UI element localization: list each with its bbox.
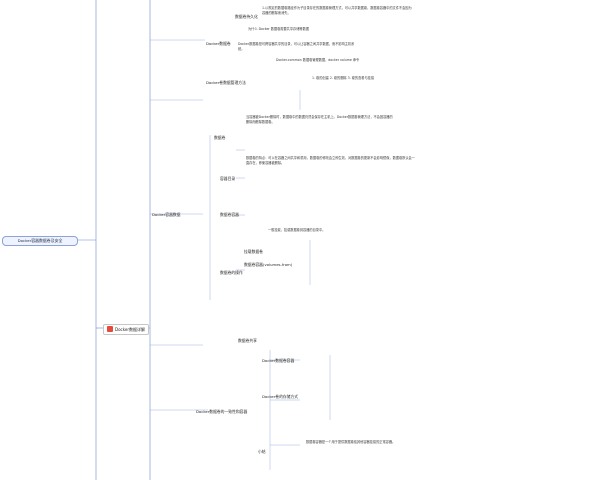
note-6: 当容器被Docker删除时，数据卷中的数据仍然会保存在主机上。Docker数据卷… <box>246 115 393 124</box>
note-9: 数据卷容器是一个用于提供数据卷给其他容器挂载的正常容器。 <box>306 440 396 444</box>
sub-label-2: 容器目录 <box>220 176 236 181</box>
branch-label-top-b: Docker数据卷的一致性和容器 <box>196 409 248 414</box>
note-2: 为什么 Docker 数据卷需要共享存储等数据 <box>248 27 309 31</box>
connector-secondary-trunk <box>147 0 151 329</box>
xmind-icon <box>107 326 113 332</box>
sub-label-8: 小结 <box>258 449 266 454</box>
note-8: 一般挂载，挂载数据卷到容器的目录中。 <box>268 228 326 232</box>
hub-node[interactable]: Docker数据详解 <box>103 324 149 335</box>
note-7: 数据卷的特点：可以在容器之间共享和重用，数据卷的修改会立即生效，对数据卷的更新不… <box>246 156 415 165</box>
sub-label-3: 数据卷容器 <box>220 212 239 217</box>
sub-label-7: 数据卷容器(volumes-from) <box>244 262 293 267</box>
sub-label-1: 数据卷 <box>214 135 226 140</box>
hub-label: Docker数据详解 <box>115 327 146 332</box>
branch-label-b2: Docker卷数据管理方法 <box>206 80 246 85</box>
sub-label-4: 数据卷的操作 <box>220 270 243 275</box>
branch-label-b1: Docker数据卷 <box>206 41 231 46</box>
branch-label-top-a: Docker容器数据 <box>152 212 181 217</box>
note-1: 1.以规定的数据卷路径作为子目录存在的数据卷管理方式，可以共享数据卷，数据卷容器… <box>262 6 412 15</box>
sub-label-11: 数据卷持久化 <box>235 14 258 19</box>
sub-label-9: Docker数据卷容器 <box>262 358 295 363</box>
sub-label-5: 数据卷共享 <box>238 338 257 343</box>
root-node[interactable]: Docker容器数据卷及安全 <box>2 236 78 246</box>
sub-label-10: Docker卷的存储方式 <box>262 394 299 399</box>
note-4: Docker.common 数据卷管理数据，docker volume 命令 <box>276 58 360 62</box>
note-3: Docker数据卷是可跨容器共享的目录，可以让容器之间共享数据，而不影响主机系统… <box>238 42 355 51</box>
sub-label-6: 挂载数据卷 <box>244 249 263 254</box>
note-5: 1. 卷的创建 2. 卷的删除 3. 卷的查看与挂载 <box>312 76 375 80</box>
